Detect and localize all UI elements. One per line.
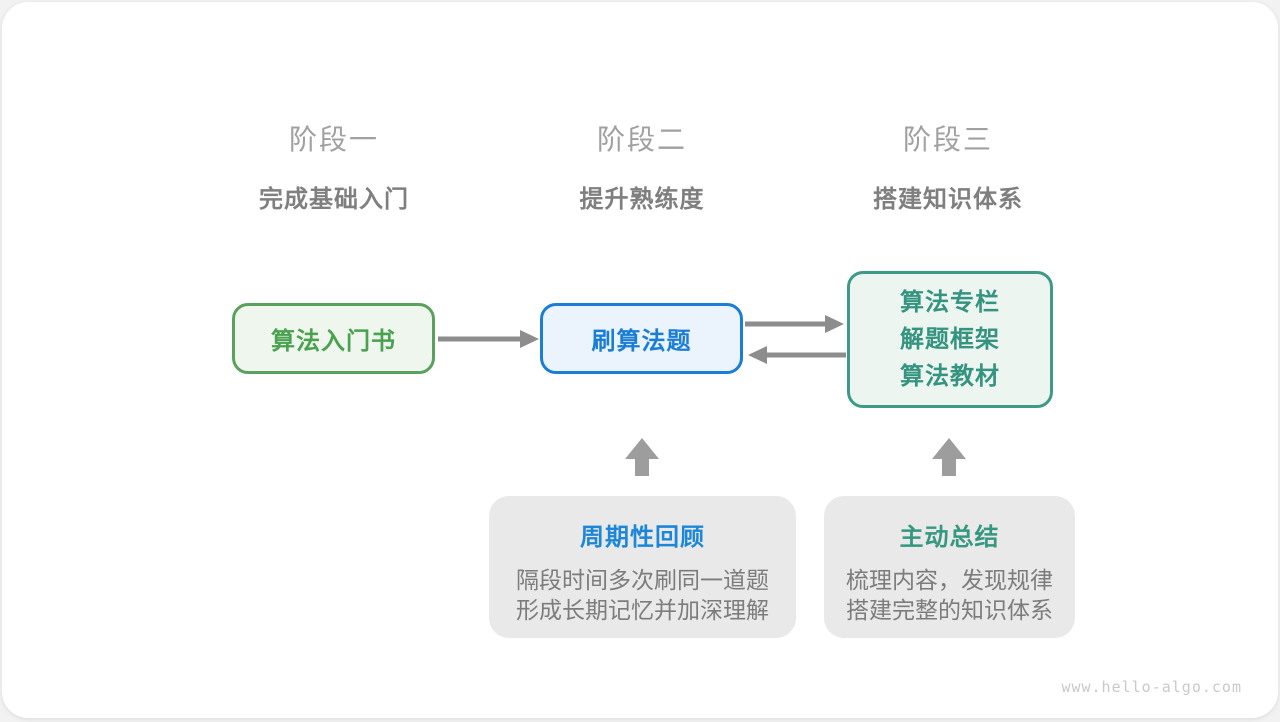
note-periodic-review-title: 周期性回顾: [580, 524, 705, 551]
node-resources-line-1: 算法专栏: [900, 289, 1000, 316]
note-periodic-review-line-1: 隔段时间多次刷同一道题: [516, 567, 769, 593]
stage-3-subtitle: 搭建知识体系: [873, 186, 1023, 213]
node-resources-line-3: 算法教材: [900, 363, 1000, 390]
node-practice-problems-label: 刷算法题: [591, 328, 692, 355]
stage-1-header: 阶段一 完成基础入门: [184, 125, 484, 214]
arrow-summarize-up-icon: [932, 438, 966, 476]
node-entry-book: 算法入门书: [232, 303, 435, 374]
arrow-review-up-icon: [625, 438, 659, 476]
stage-1-label: 阶段一: [288, 124, 379, 155]
node-entry-book-label: 算法入门书: [271, 328, 396, 355]
stage-2-subtitle: 提升熟练度: [579, 186, 705, 213]
note-active-summary: 主动总结 梳理内容，发现规律 搭建完整的知识体系: [824, 496, 1075, 638]
node-knowledge-resources: 算法专栏 解题框架 算法教材: [847, 271, 1053, 408]
note-active-summary-title: 主动总结: [899, 524, 1000, 551]
stage-2-header: 阶段二 提升熟练度: [492, 125, 792, 214]
note-active-summary-line-2: 搭建完整的知识体系: [846, 597, 1053, 623]
arrow-entry-to-practice-icon: [438, 330, 539, 348]
note-periodic-review-body: 隔段时间多次刷同一道题 形成长期记忆并加深理解: [489, 565, 796, 625]
note-periodic-review: 周期性回顾 隔段时间多次刷同一道题 形成长期记忆并加深理解: [489, 496, 796, 638]
node-practice-problems: 刷算法题: [540, 303, 743, 374]
note-active-summary-body: 梳理内容，发现规律 搭建完整的知识体系: [824, 565, 1075, 625]
note-periodic-review-line-2: 形成长期记忆并加深理解: [516, 597, 769, 623]
stage-3-header: 阶段三 搭建知识体系: [798, 125, 1098, 214]
watermark-url: www.hello-algo.com: [1061, 678, 1242, 696]
stage-2-label: 阶段二: [596, 124, 687, 155]
note-active-summary-line-1: 梳理内容，发现规律: [846, 567, 1053, 593]
stage-3-label: 阶段三: [902, 124, 993, 155]
node-resources-line-2: 解题框架: [900, 326, 1000, 353]
arrow-practice-to-resources-icon: [745, 315, 844, 333]
stage-1-subtitle: 完成基础入门: [259, 186, 409, 213]
arrow-resources-to-practice-icon: [748, 346, 846, 364]
